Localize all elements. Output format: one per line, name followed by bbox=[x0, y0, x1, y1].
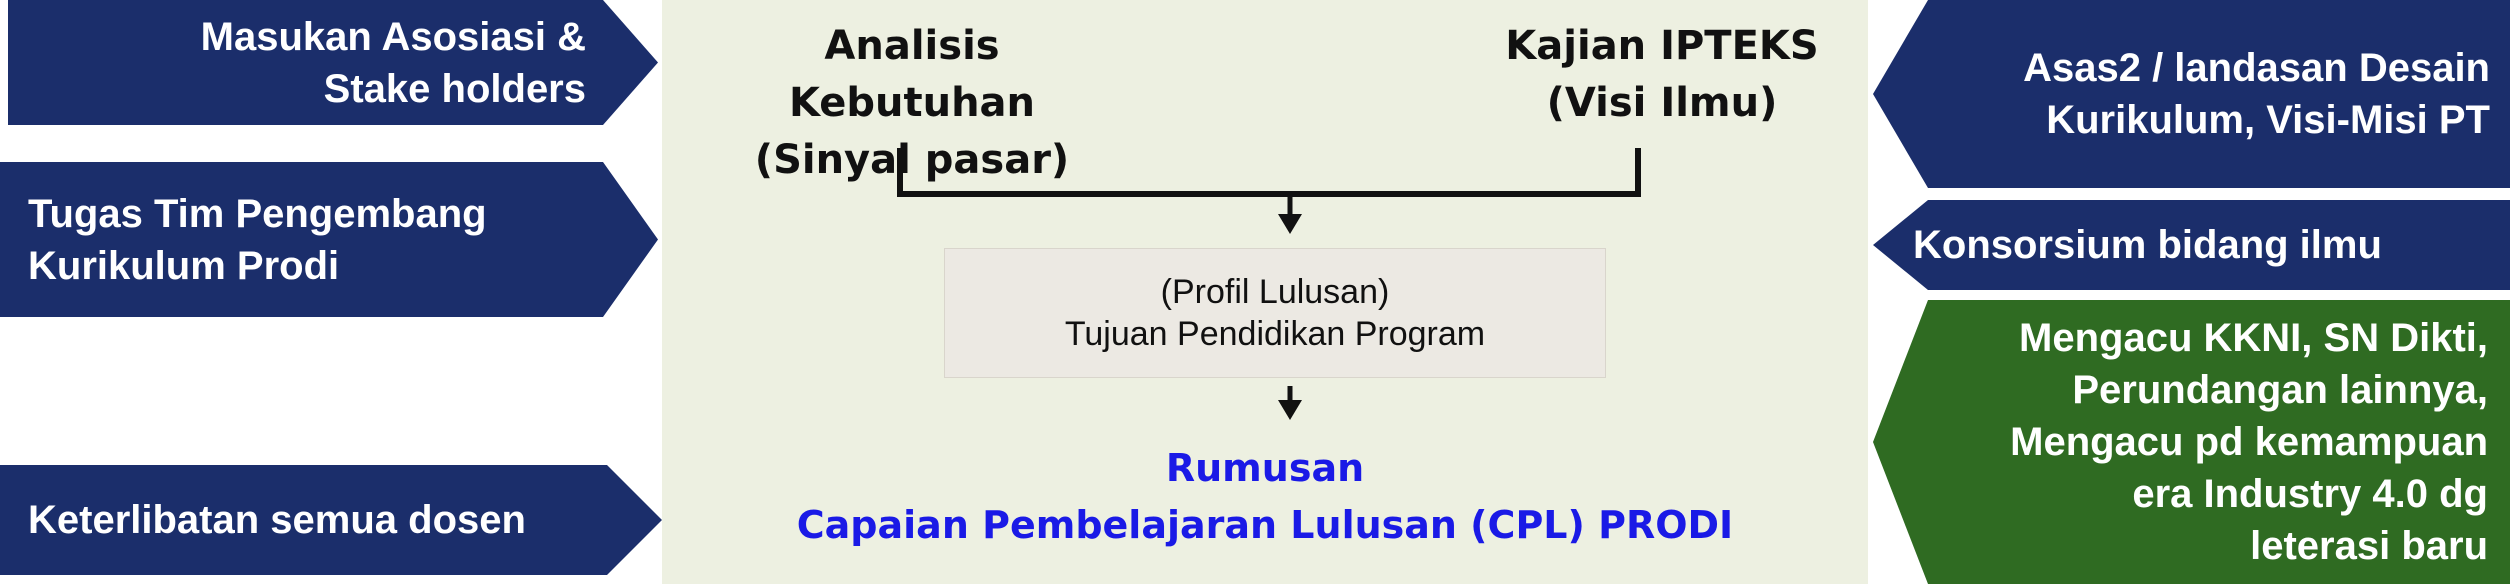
association-input-line-1: Masukan Asosiasi & bbox=[200, 14, 586, 59]
kkni-reference-line-4: era Industry 4.0 dg bbox=[2132, 472, 2488, 516]
kkni-reference-box: Mengacu KKNI, SN Dikti, Perundangan lain… bbox=[1873, 300, 2510, 584]
kkni-reference-line-1: Mengacu KKNI, SN Dikti, bbox=[2019, 316, 2488, 360]
kkni-reference-line-3: Mengacu pd kemampuan bbox=[2010, 420, 2488, 464]
lecturer-involvement-line-1: Keterlibatan semua dosen bbox=[28, 498, 526, 542]
cpl-formulation-line-2: Capaian Pembelajaran Lulusan (CPL) PRODI bbox=[796, 503, 1734, 547]
consortium-box: Konsorsium bidang ilmu bbox=[1873, 200, 2510, 290]
kkni-reference-line-5: leterasi baru bbox=[2250, 524, 2488, 568]
curriculum-foundation-line-1: Asas2 / landasan Desain bbox=[2023, 46, 2490, 90]
ipteks-study-title: Kajian IPTEKS bbox=[1505, 23, 1819, 69]
needs-analysis-title: Analisis Kebutuhan bbox=[788, 23, 1036, 126]
cpl-formulation-line-1: Rumusan bbox=[1165, 446, 1365, 490]
curriculum-foundation-box: Asas2 / landasan Desain Kurikulum, Visi-… bbox=[1873, 0, 2510, 188]
needs-analysis-heading: Analisis Kebutuhan (Sinyal pasar) bbox=[702, 18, 1122, 188]
arrow-1-head bbox=[1278, 214, 1302, 234]
merge-bracket bbox=[897, 148, 1641, 197]
curriculum-foundation-line-2: Kurikulum, Visi-Misi PT bbox=[2046, 98, 2490, 142]
development-team-line-2: Kurikulum Prodi bbox=[28, 243, 340, 288]
development-team-line-1: Tugas Tim Pengembang bbox=[28, 191, 487, 236]
kkni-reference-line-2: Perundangan lainnya, bbox=[2072, 368, 2488, 412]
ipteks-study-subtitle: (Visi Ilmu) bbox=[1546, 79, 1778, 126]
cpl-formulation: Rumusan Capaian Pembelajaran Lulusan (CP… bbox=[662, 440, 1868, 554]
graduate-profile-line-2: Tujuan Pendidikan Program bbox=[1064, 315, 1486, 353]
development-team-box: Tugas Tim Pengembang Kurikulum Prodi bbox=[0, 162, 658, 317]
consortium-line-1: Konsorsium bidang ilmu bbox=[1913, 223, 2382, 267]
ipteks-study-heading: Kajian IPTEKS (Visi Ilmu) bbox=[1472, 18, 1852, 132]
association-input-box: Masukan Asosiasi & Stake holders bbox=[8, 0, 658, 125]
lecturer-involvement-box: Keterlibatan semua dosen bbox=[0, 465, 662, 575]
needs-analysis-subtitle: (Sinyal pasar) bbox=[754, 136, 1070, 183]
graduate-profile-box: (Profil Lulusan) Tujuan Pendidikan Progr… bbox=[944, 248, 1606, 378]
arrow-2-head bbox=[1278, 400, 1302, 420]
center-panel: Analisis Kebutuhan (Sinyal pasar) Kajian… bbox=[662, 0, 1868, 584]
graduate-profile-line-1: (Profil Lulusan) bbox=[1160, 272, 1390, 311]
connector-lines bbox=[897, 148, 1641, 420]
association-input-line-2: Stake holders bbox=[323, 66, 586, 111]
